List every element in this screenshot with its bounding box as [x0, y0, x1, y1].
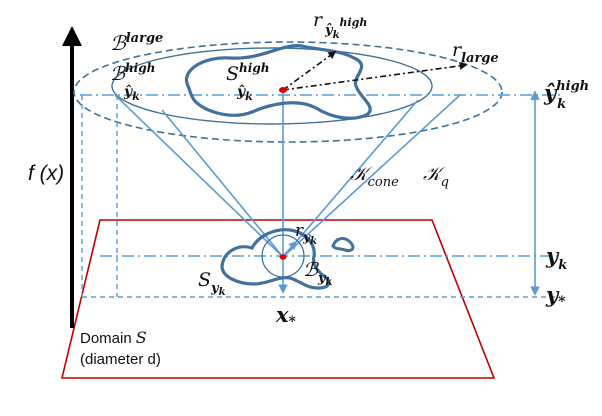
s-high-sub: ŷk: [236, 83, 253, 103]
large-ball-ellipse: [73, 41, 503, 143]
b-yk-label: ℬyk: [303, 259, 333, 288]
high-ball-ellipse: [111, 47, 433, 125]
s-high-label: Shigh: [226, 61, 269, 85]
r-yk-label: ryk: [295, 221, 317, 247]
r-high-label: r: [313, 9, 324, 31]
s-yk-label: Syk: [198, 269, 226, 298]
small-island-shape: [331, 237, 355, 252]
y-k-axis-label: yk: [545, 243, 567, 273]
high-center-point: [279, 87, 287, 93]
k-q-label: 𝒦q: [423, 163, 449, 190]
b-large-label: ℬlarge: [110, 31, 163, 55]
high-level-set-blob: [184, 44, 372, 120]
r-high-arrow: [282, 51, 337, 91]
x-star-label: x*: [275, 302, 297, 330]
yk-center-point: [279, 254, 287, 260]
domain-plane: [60, 219, 496, 379]
r-yk-arrow: [282, 240, 298, 257]
k-cone-label: 𝒦cone: [350, 163, 399, 190]
y-star-axis-label: y*: [545, 282, 566, 310]
f-axis-label: f (x): [28, 162, 64, 185]
b-high-label: ℬhigh: [110, 61, 155, 85]
domain-label-line2: (diameter d): [80, 351, 161, 368]
r-large-arrow: [282, 61, 468, 91]
small-ball-circle: [261, 234, 305, 278]
b-high-sub: ŷk: [123, 83, 140, 103]
lower-level-set-blob: [220, 228, 331, 290]
r-high-sub: ŷkhigh: [324, 16, 367, 41]
cone-lines: [114, 94, 461, 258]
r-large-label: rlarge: [452, 39, 499, 66]
